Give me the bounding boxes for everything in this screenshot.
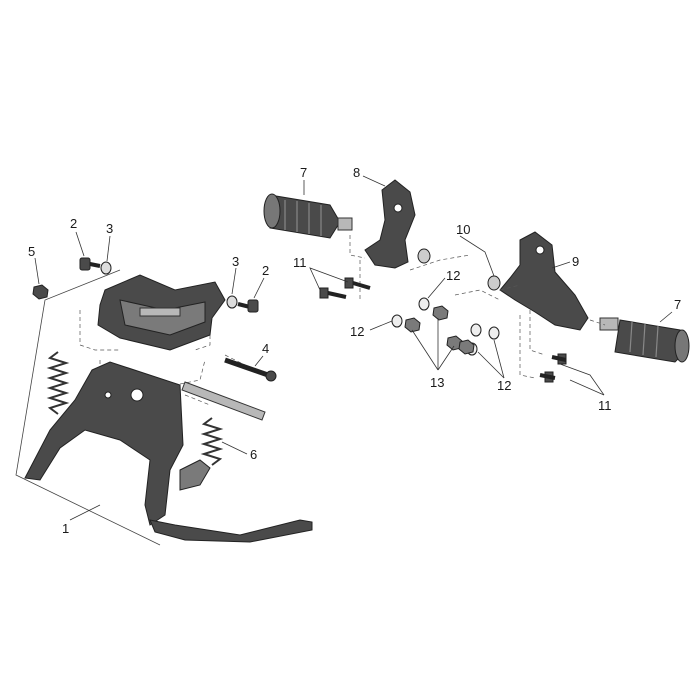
centre-stand bbox=[24, 361, 313, 543]
washer-12-set bbox=[391, 297, 500, 356]
stand-axle-pin bbox=[181, 381, 266, 421]
callout-6: 6 bbox=[250, 447, 257, 462]
callout-4: 4 bbox=[262, 341, 269, 356]
callout-1: 1 bbox=[62, 521, 69, 536]
bolt-11-right-b bbox=[539, 371, 556, 383]
callout-2-right: 2 bbox=[262, 263, 269, 278]
callout-9: 9 bbox=[572, 254, 579, 269]
footrest-assembly-dashes bbox=[349, 235, 606, 379]
bolt-2-right bbox=[237, 299, 259, 313]
callout-3-right: 3 bbox=[232, 254, 239, 269]
callout-12-left: 12 bbox=[350, 324, 364, 339]
bolt-11-left-a bbox=[319, 287, 347, 299]
callout-8: 8 bbox=[353, 165, 360, 180]
callout-3-left: 3 bbox=[106, 221, 113, 236]
spacer-13-set bbox=[404, 305, 475, 355]
callout-2-left: 2 bbox=[70, 216, 77, 231]
callout-13: 13 bbox=[430, 375, 444, 390]
footpeg-left bbox=[263, 193, 353, 239]
callout-12-lower: 12 bbox=[497, 378, 511, 393]
footrest-bracket-left bbox=[364, 179, 416, 269]
callout-5: 5 bbox=[28, 244, 35, 259]
spring-left bbox=[46, 351, 70, 415]
bolt-11-left-b bbox=[344, 277, 371, 290]
nut-5 bbox=[32, 284, 49, 300]
pivot-bolt bbox=[224, 357, 277, 382]
callout-labels: 1 2 3 5 3 2 4 6 7 8 10 9 7 11 12 12 13 1… bbox=[28, 165, 681, 536]
footpeg-right bbox=[599, 317, 690, 363]
bushing-10-a bbox=[417, 248, 431, 264]
washer-3-left bbox=[100, 261, 112, 275]
washer-3-right bbox=[226, 295, 238, 309]
footrest-bracket-right bbox=[499, 231, 589, 331]
stand-mounting-bracket bbox=[97, 274, 226, 351]
stand-group-bracket bbox=[15, 269, 161, 546]
callout-7-lower: 7 bbox=[674, 297, 681, 312]
spring-right bbox=[200, 417, 224, 466]
callout-7-upper: 7 bbox=[300, 165, 307, 180]
leader-lines bbox=[34, 175, 673, 521]
callout-11-right: 11 bbox=[598, 398, 612, 413]
bushing-10-b bbox=[487, 275, 501, 291]
callout-12-upper: 12 bbox=[446, 268, 460, 283]
callout-10: 10 bbox=[456, 222, 470, 237]
bolt-2-left bbox=[79, 257, 101, 271]
bolt-11-right-a bbox=[551, 353, 567, 365]
callout-11-left: 11 bbox=[293, 255, 307, 270]
